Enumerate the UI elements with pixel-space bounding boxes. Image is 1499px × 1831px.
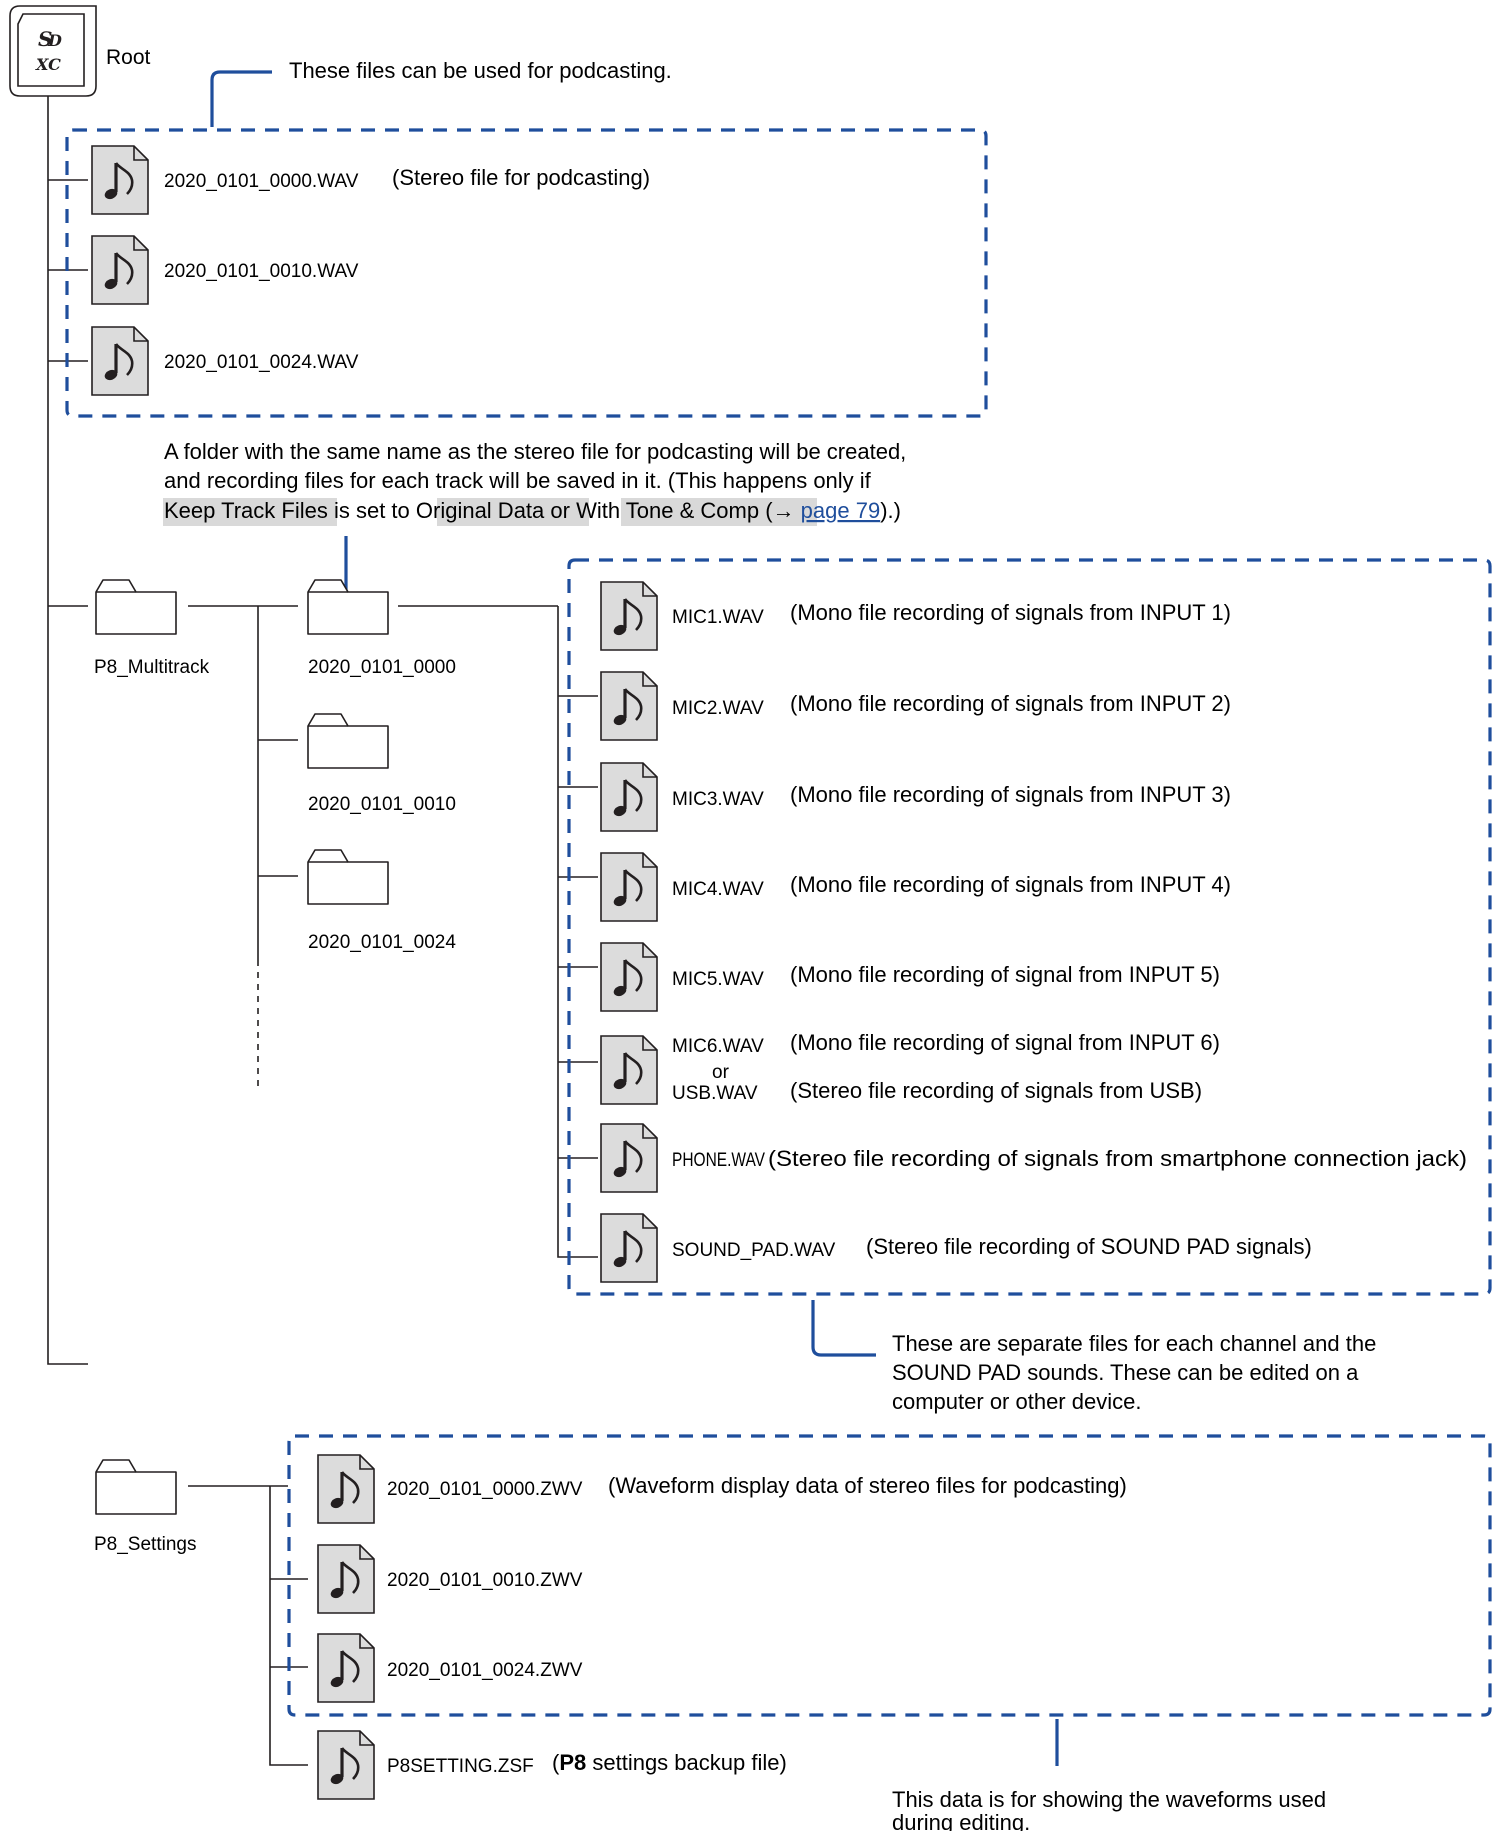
audio-file-icon — [316, 1543, 376, 1615]
settings-callout-line-2: during editing. — [892, 1810, 1030, 1831]
audio-file-icon — [599, 1122, 659, 1194]
file-name: MIC3.WAV — [672, 789, 764, 810]
audio-file-icon — [90, 234, 150, 306]
audio-file-icon — [599, 580, 659, 652]
multitrack-callout-line-2: SOUND PAD sounds. These can be edited on… — [892, 1360, 1359, 1385]
folder-label: 2020_0101_0000 — [308, 657, 456, 678]
svg-text:S: S — [38, 27, 52, 51]
audio-file-icon — [316, 1453, 376, 1525]
file-name: MIC2.WAV — [672, 698, 764, 719]
settings-files-box — [287, 1434, 1492, 1717]
file-name: MIC6.WAV — [672, 1036, 764, 1057]
setting-highlight — [163, 498, 337, 526]
multitrack-files-box — [567, 558, 1492, 1296]
setting-name: Keep Track Files — [164, 498, 328, 523]
audio-file-icon — [316, 1729, 376, 1801]
file-name: P8SETTING.ZSF — [387, 1756, 534, 1777]
multitrack-callout-line-3: computer or other device. — [892, 1389, 1141, 1414]
folder-note-line-3: Keep Track Files is set to Original Data… — [164, 498, 901, 523]
folder-note-line-1: A folder with the same name as the stere… — [164, 439, 906, 464]
file-name: MIC1.WAV — [672, 607, 764, 628]
podcast-callout-text: These files can be used for podcasting. — [289, 58, 672, 83]
file-name: USB.WAV — [672, 1083, 758, 1104]
file-name: SOUND_PAD.WAV — [672, 1240, 836, 1261]
folder-icon — [307, 849, 389, 905]
file-description: (Stereo file recording of signals from s… — [768, 1146, 1467, 1171]
audio-file-icon — [599, 1034, 659, 1106]
folder-icon — [307, 713, 389, 769]
file-name: 2020_0101_0010.ZWV — [387, 1570, 583, 1591]
tree-lines — [47, 92, 598, 1766]
audio-file-icon — [316, 1632, 376, 1704]
file-name: PHONE.WAV — [672, 1150, 765, 1171]
file-description: (Mono file recording of signal from INPU… — [790, 962, 1220, 987]
svg-text:D: D — [47, 31, 62, 50]
group-boxes — [65, 128, 1492, 1717]
folder-label: P8_Settings — [94, 1534, 196, 1555]
file-name: 2020_0101_0000.ZWV — [387, 1479, 583, 1500]
audio-file-icon — [599, 1212, 659, 1284]
file-name: 2020_0101_0010.WAV — [164, 261, 359, 282]
sdxc-card-icon: S D XC — [9, 5, 97, 97]
audio-file-icon — [90, 325, 150, 397]
folder-icon — [307, 579, 389, 635]
file-description: (Waveform display data of stereo files f… — [608, 1473, 1127, 1498]
or-label: or — [712, 1062, 730, 1083]
value-highlight-2 — [621, 498, 817, 526]
file-description: (Mono file recording of signals from INP… — [790, 600, 1231, 625]
file-name: MIC4.WAV — [672, 879, 764, 900]
folder-icon — [95, 579, 177, 635]
file-description: (Stereo file recording of signals from U… — [790, 1078, 1202, 1103]
audio-file-icon — [90, 144, 150, 216]
file-description: (Mono file recording of signal from INPU… — [790, 1030, 1220, 1055]
settings-callout-line-1: This data is for showing the waveforms u… — [892, 1787, 1326, 1812]
file-description: (P8 settings backup file) — [552, 1750, 787, 1775]
page-link[interactable]: page 79 — [801, 498, 881, 523]
file-name: 2020_0101_0000.WAV — [164, 171, 359, 192]
file-description: (Mono file recording of signals from INP… — [790, 782, 1231, 807]
setting-value: Original Data — [416, 498, 545, 523]
podcast-files-box — [65, 128, 988, 418]
value-highlight-1 — [437, 498, 589, 526]
file-description: (Mono file recording of signals from INP… — [790, 872, 1231, 897]
setting-value: With Tone & Comp — [576, 498, 759, 523]
folder-icon — [95, 1459, 177, 1515]
file-name: 2020_0101_0024.WAV — [164, 352, 359, 373]
file-name: 2020_0101_0024.ZWV — [387, 1660, 583, 1681]
file-description: (Mono file recording of signals from INP… — [790, 691, 1231, 716]
audio-file-icon — [599, 941, 659, 1013]
folder-label: P8_Multitrack — [94, 657, 210, 678]
folder-label: 2020_0101_0024 — [308, 932, 456, 953]
audio-file-icon — [599, 670, 659, 742]
multitrack-callout-line-1: These are separate files for each channe… — [892, 1331, 1376, 1356]
file-name: MIC5.WAV — [672, 969, 764, 990]
folder-label: 2020_0101_0010 — [308, 794, 456, 815]
file-description: (Stereo file for podcasting) — [392, 165, 650, 190]
folder-note-line-2: and recording files for each track will … — [164, 468, 872, 493]
file-description: (Stereo file recording of SOUND PAD sign… — [866, 1234, 1312, 1259]
root-label: Root — [106, 46, 151, 69]
card-text: XC — [35, 55, 61, 74]
audio-file-icon — [599, 851, 659, 923]
audio-file-icon — [599, 761, 659, 833]
